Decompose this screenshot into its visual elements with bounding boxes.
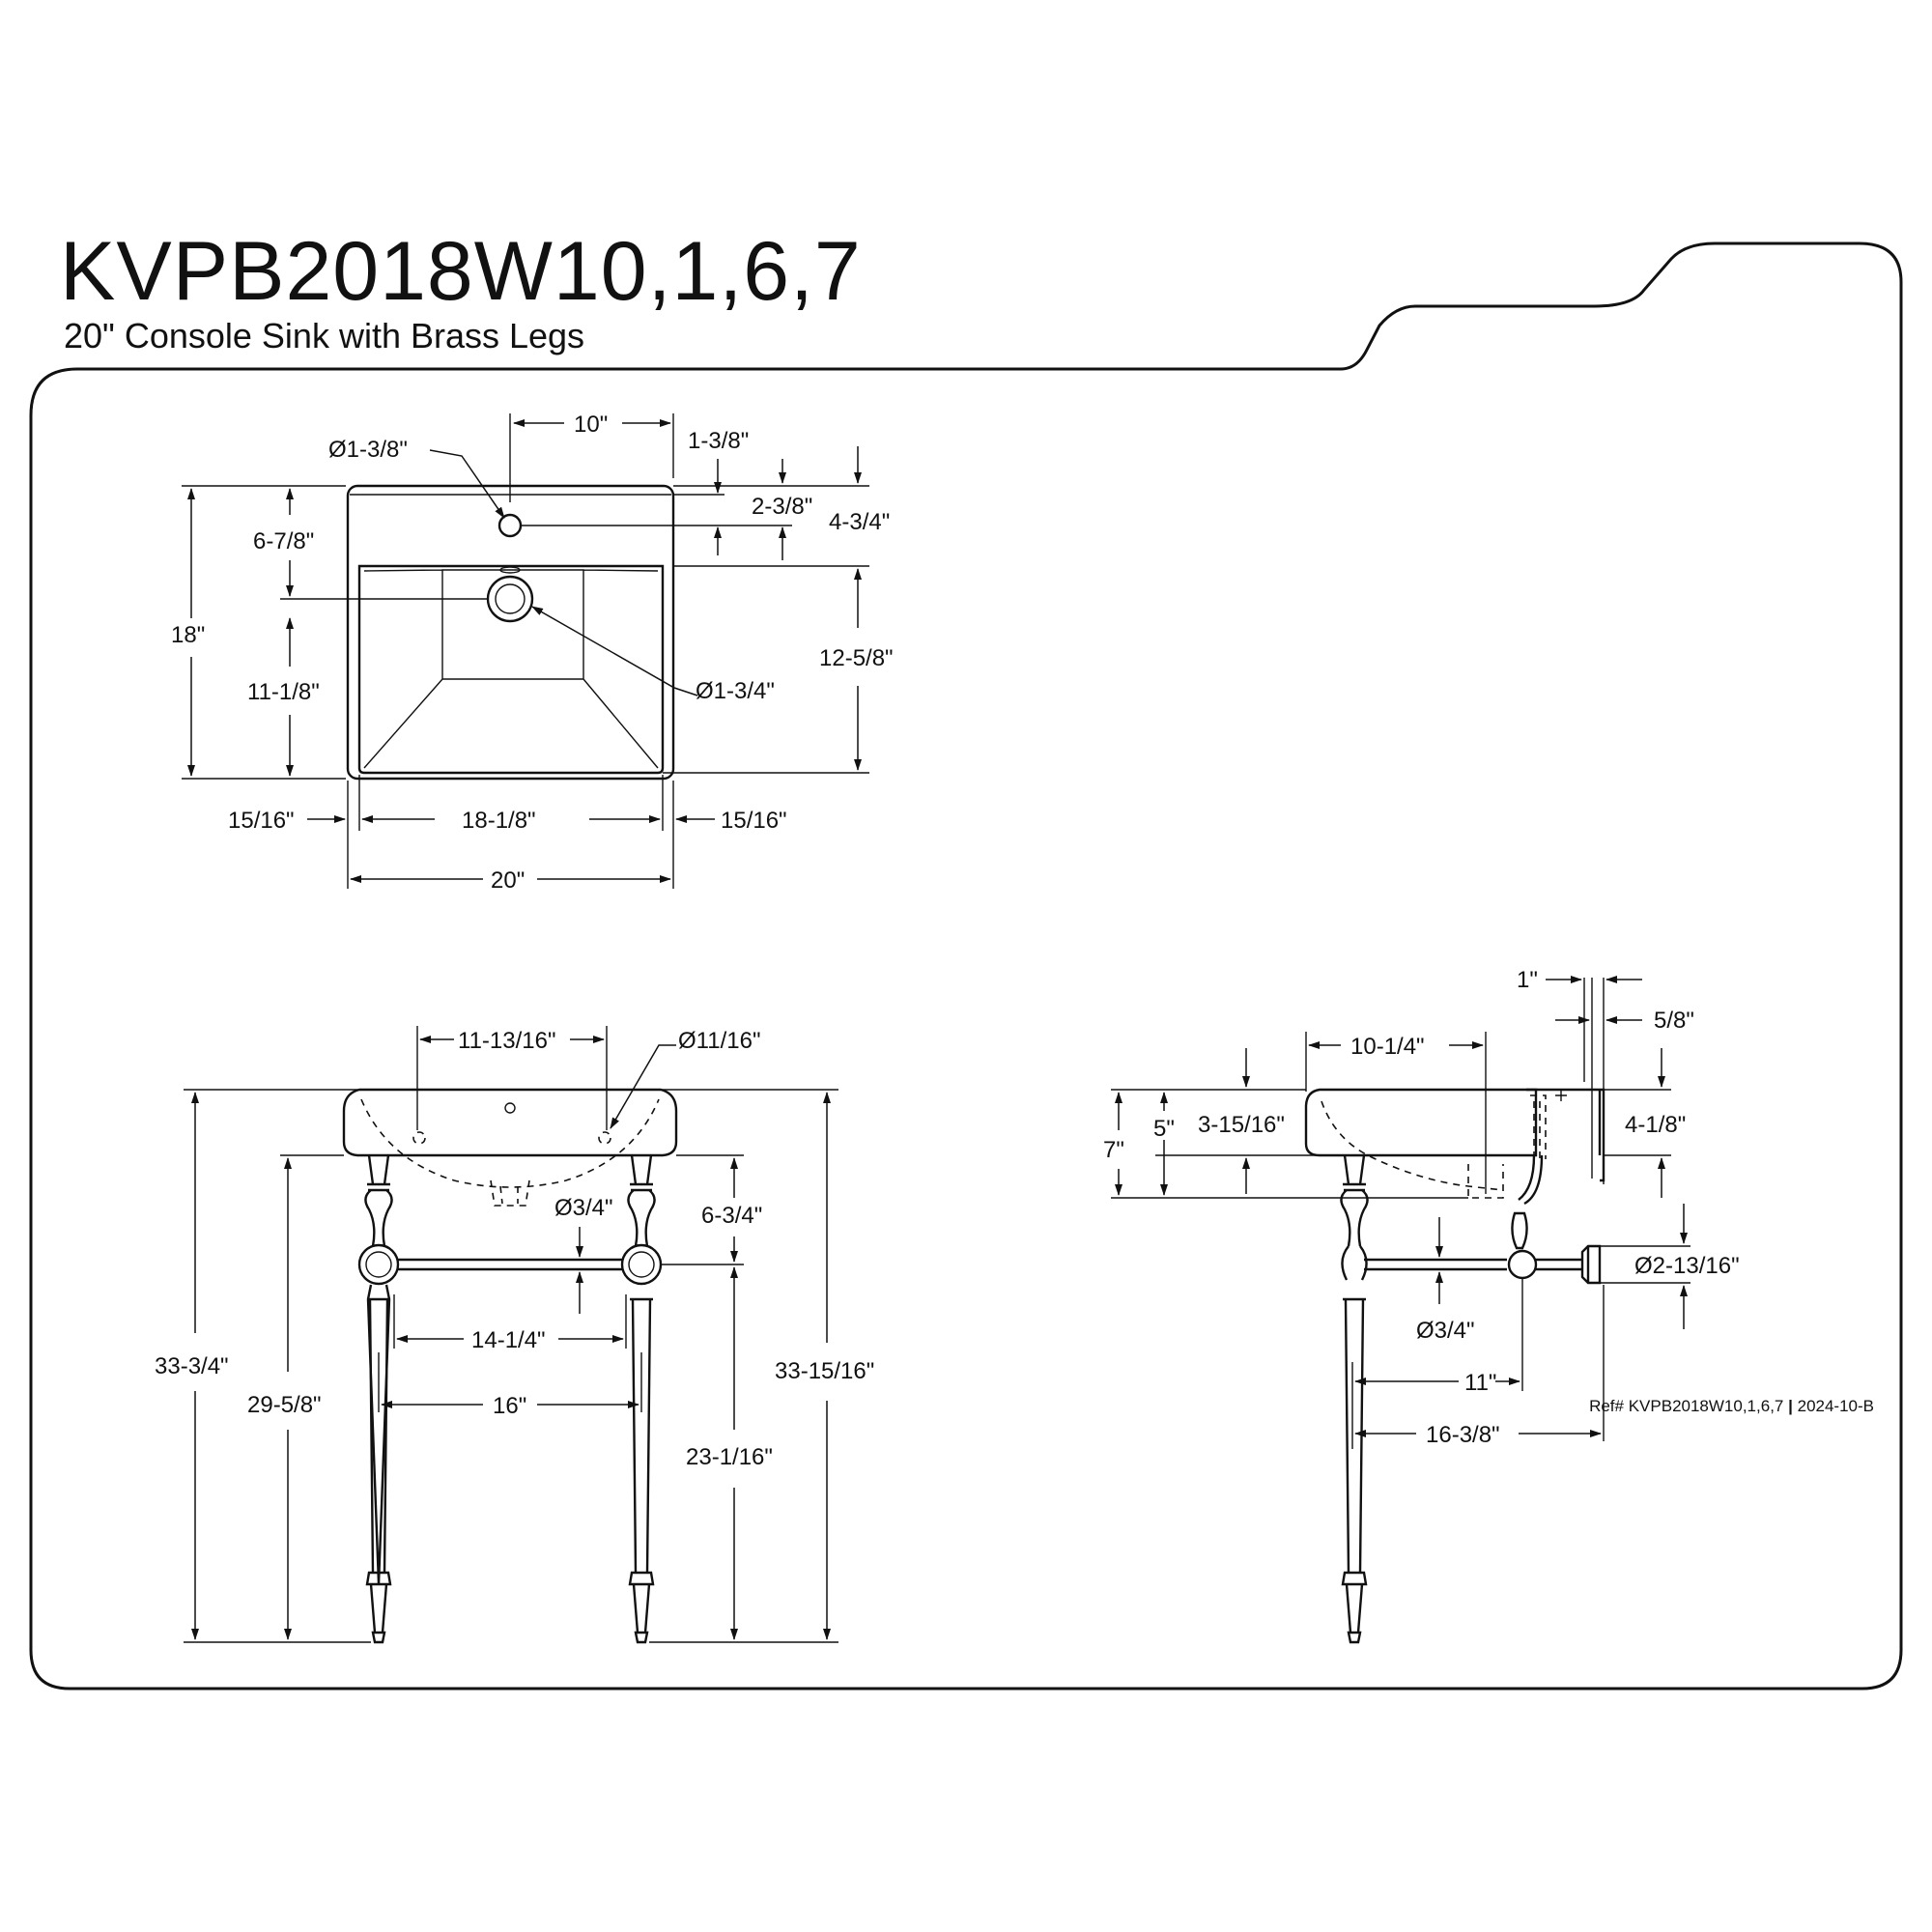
dim-leg-to-drain: 10-1/4" xyxy=(1350,1034,1425,1060)
dim-bar-dia: Ø3/4" xyxy=(554,1195,613,1221)
side-towel-bar xyxy=(1364,1258,1507,1271)
dim-plate-thickness: 5/8" xyxy=(1654,1008,1694,1034)
frame-outline xyxy=(29,242,1903,1690)
basin-front-outline xyxy=(342,1088,678,1157)
dim-side-bar-dia: Ø3/4" xyxy=(1416,1318,1475,1344)
dim-bracket-height: 4-1/8" xyxy=(1625,1112,1686,1138)
faucet-hole xyxy=(497,513,523,538)
side-view: 1" 5/8" 10-1/4" 7" 5" 3-15/16" 4-1/8" Ø2… xyxy=(1103,967,1740,1644)
drain-outer xyxy=(486,575,534,623)
dim-bowl-depth: 12-5/8" xyxy=(819,645,894,671)
basin-outline xyxy=(357,564,665,775)
reference-separator: | xyxy=(1788,1397,1793,1415)
left-leg xyxy=(357,1154,400,1644)
towel-bar xyxy=(398,1258,622,1271)
dim-deck-to-hole: 2-3/8" xyxy=(752,494,812,520)
reference-footer: Ref# KVPB2018W10,1,6,7 | 2024-10-B xyxy=(1589,1397,1874,1416)
dim-leg-to-wall: 16-3/8" xyxy=(1426,1422,1500,1448)
dim-bowl-width: 18-1/8" xyxy=(462,808,536,834)
dim-overall-height-left: 33-3/4" xyxy=(155,1353,229,1379)
bowl-side-hidden xyxy=(1321,1100,1504,1191)
reference-number: Ref# KVPB2018W10,1,6,7 xyxy=(1589,1397,1784,1415)
model-number: KVPB2018W10,1,6,7 xyxy=(60,225,862,318)
dim-drain-dia: Ø1-3/4" xyxy=(696,678,775,704)
dim-overflow-spacing: 11-13/16" xyxy=(458,1028,555,1054)
dim-back-to-drain: 6-7/8" xyxy=(253,528,314,554)
sink-outline-top xyxy=(346,484,675,781)
dim-left-rim: 15/16" xyxy=(228,808,295,834)
dim-overflow-dia: Ø11/16" xyxy=(678,1028,760,1054)
dim-faucet-hole-dia: Ø1-3/8" xyxy=(328,437,408,463)
dim-basin-to-bar: 6-3/4" xyxy=(701,1203,762,1229)
rear-leg xyxy=(1511,1211,1528,1250)
bowl-hidden-line xyxy=(360,1098,660,1188)
dim-back-to-bowl: 4-3/4" xyxy=(829,509,890,535)
basin-side-outline xyxy=(1304,1088,1538,1157)
dim-bowl-height: 5" xyxy=(1153,1116,1175,1142)
dim-leg-to-joint: 11" xyxy=(1464,1370,1496,1396)
wall-flange xyxy=(1580,1244,1602,1285)
side-leg xyxy=(1340,1154,1369,1644)
top-view: Ø1-3/8" 10" 1-3/8" 2-3/8" 4-3/4" 6-7/8" … xyxy=(171,412,894,894)
dim-deck-back: 1-3/8" xyxy=(688,428,749,454)
dim-right-rim: 15/16" xyxy=(721,808,787,834)
basin-slope-lines xyxy=(363,569,659,769)
dim-leg-spacing: 16" xyxy=(493,1393,526,1419)
dim-bar-span: 14-1/4" xyxy=(471,1327,546,1353)
dim-overall-width: 20" xyxy=(491,867,525,894)
dim-overall-height-right: 33-15/16" xyxy=(775,1358,874,1384)
dim-faucet-offset: 10" xyxy=(574,412,608,438)
dim-drain-to-front: 11-1/8" xyxy=(247,679,320,705)
dim-rim-to-bowl: 3-15/16" xyxy=(1198,1112,1285,1138)
dim-overall-depth: 18" xyxy=(171,622,205,648)
dim-floor-to-bar: 23-1/16" xyxy=(686,1444,773,1470)
product-subtitle: 20" Console Sink with Brass Legs xyxy=(64,316,585,355)
revision-code: 2024-10-B xyxy=(1797,1397,1874,1415)
dim-total-height: 7" xyxy=(1103,1137,1124,1163)
dim-flange-dia: Ø2-13/16" xyxy=(1634,1253,1740,1279)
dim-floor-to-basin: 29-5/8" xyxy=(247,1392,322,1418)
dim-back-gap: 1" xyxy=(1517,967,1538,993)
bar-joint xyxy=(1507,1249,1538,1280)
drain-inner xyxy=(495,583,526,614)
front-view: 11-13/16" Ø11/16" 33-3/4" 29-5/8" 6-3/4"… xyxy=(155,1026,874,1644)
